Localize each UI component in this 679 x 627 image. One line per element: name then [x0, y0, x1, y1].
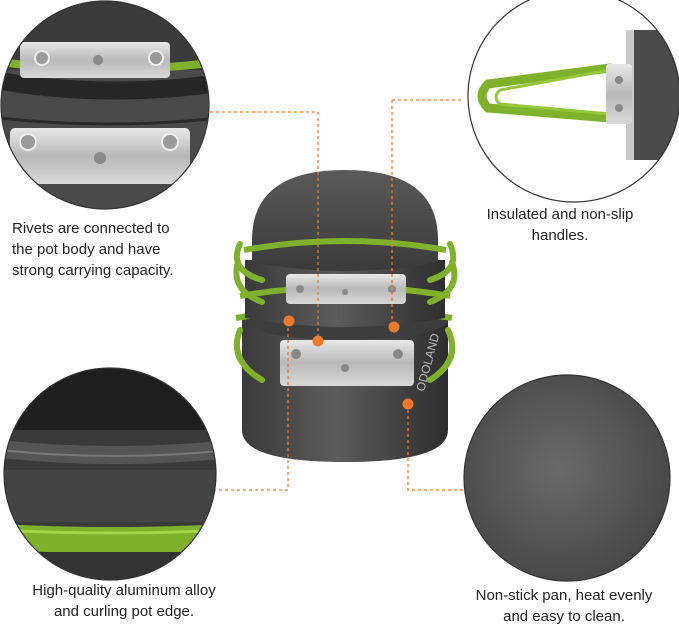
callout-dot-handles: [388, 321, 400, 333]
handles-detail-circle: [467, 0, 679, 203]
pot-set-product: ODOLAND: [233, 170, 458, 462]
rivets-detail-circle: [0, 0, 210, 210]
callout-lines: [210, 99, 466, 491]
callout-dot-nonstick: [402, 398, 414, 410]
caption-rivets: Rivets are connected to the pot body and…: [12, 220, 174, 279]
callout-line-nonstick: [407, 404, 466, 491]
callout-dot-rivets: [312, 335, 324, 347]
callout-line-rivets: [210, 111, 319, 340]
callout-line-aluminum: [215, 322, 289, 491]
aluminum-detail-circle: [3, 367, 217, 581]
callout-dot-aluminum: [283, 315, 295, 327]
caption-nonstick: Non-stick pan, heat evenly and easy to c…: [475, 587, 653, 625]
caption-aluminum: High-quality aluminum alloy and curling …: [32, 582, 216, 620]
nonstick-detail-circle: [463, 374, 671, 582]
caption-handles: Insulated and non-slip handles.: [486, 206, 634, 244]
